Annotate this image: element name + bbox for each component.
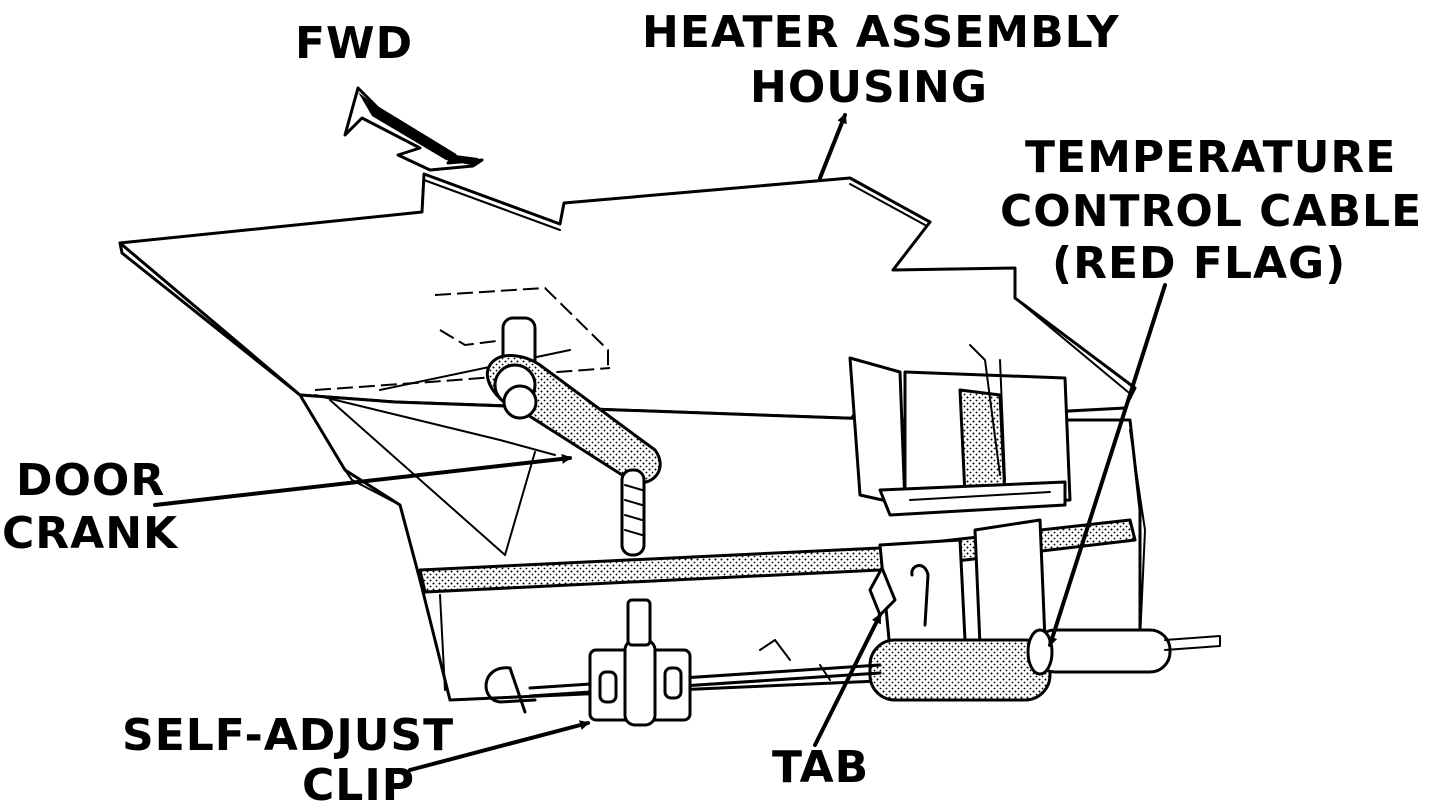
label-cable-line1: TEMPERATURE <box>1025 132 1396 183</box>
tab <box>868 538 967 652</box>
heater-assembly-housing <box>118 172 1137 422</box>
fwd-arrow <box>343 86 484 172</box>
leader-clip <box>408 720 590 772</box>
leader-door-crank <box>153 453 572 507</box>
label-cable-line2: CONTROL CABLE <box>1000 186 1422 237</box>
leader-lines <box>153 113 1167 772</box>
door-crank <box>485 316 662 557</box>
label-housing-line2: HOUSING <box>750 62 988 113</box>
label-fwd: FWD <box>295 18 413 69</box>
label-housing-line1: HEATER ASSEMBLY <box>642 7 1120 58</box>
temperature-control-cable <box>868 518 1221 702</box>
housing-bracket <box>848 344 1072 517</box>
leader-housing <box>818 113 847 180</box>
label-door-crank-line1: DOOR <box>16 455 165 506</box>
label-clip-line2: CLIP <box>302 760 415 806</box>
leader-tab <box>813 613 882 747</box>
self-adjust-clip <box>484 598 882 727</box>
label-tab: TAB <box>772 742 869 793</box>
leader-cable <box>1047 283 1167 647</box>
label-clip-line1: SELF-ADJUST <box>122 710 454 761</box>
label-door-crank-line2: CRANK <box>2 508 179 559</box>
label-cable-line3: (RED FLAG) <box>1052 238 1346 289</box>
